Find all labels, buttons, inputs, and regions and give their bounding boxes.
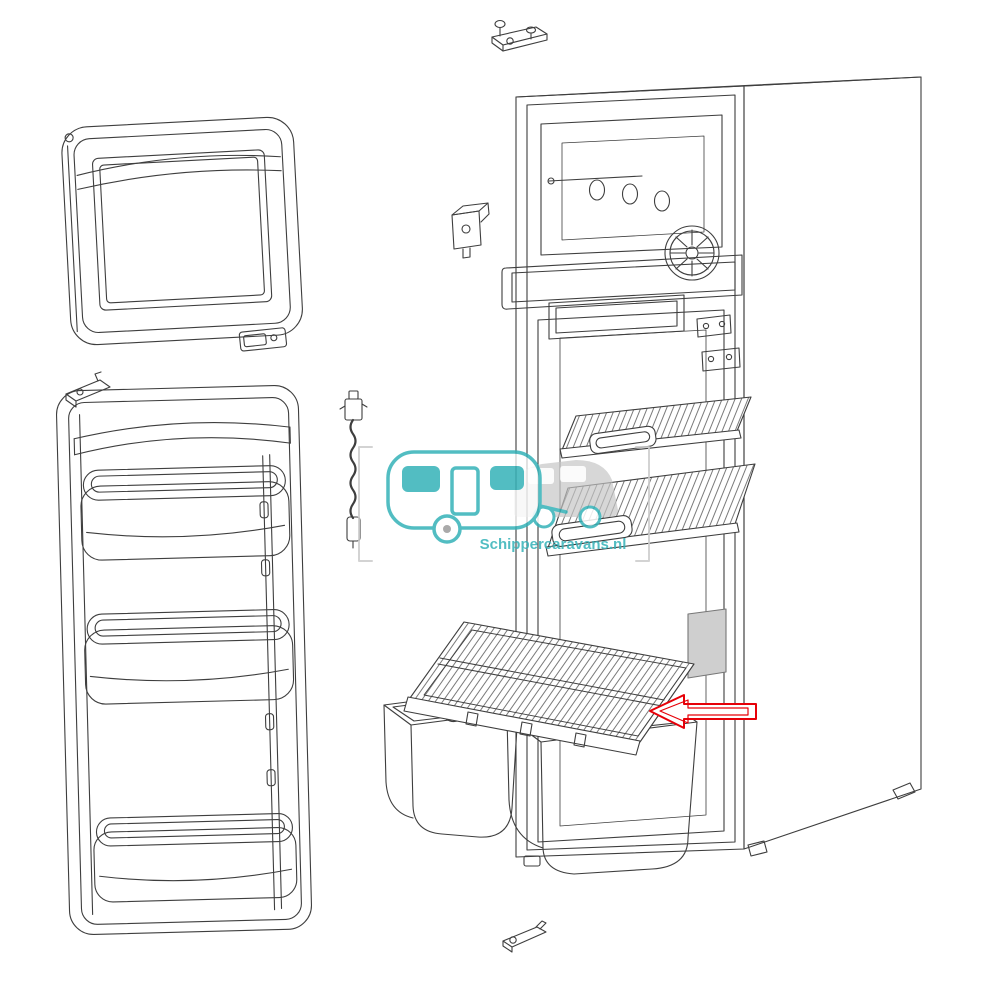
door-bin-1	[80, 465, 291, 561]
freezer-compartment	[540, 114, 723, 281]
freezer-door-handle	[76, 154, 281, 176]
wire-shelf-upper	[559, 396, 752, 459]
evaporator-hole	[621, 183, 639, 205]
watermark-bracket-right	[635, 446, 650, 562]
door-bin-3	[93, 813, 298, 903]
highlight-arrow-outline	[649, 694, 757, 729]
evaporator-fan	[664, 225, 720, 281]
middle-hinge-part	[451, 202, 490, 259]
top-hinge-part	[491, 19, 548, 52]
rail-slot	[260, 559, 271, 577]
shelf-clip	[573, 732, 587, 748]
divider-hinge-plate	[696, 314, 732, 338]
evaporator-hole	[653, 190, 671, 212]
watermark: Schippercaravans.nl	[358, 446, 650, 562]
cabinet-front-face	[515, 85, 745, 858]
main-door-handle	[74, 437, 291, 456]
main-door	[55, 384, 313, 935]
hinge-pin-icon	[64, 133, 74, 143]
rail-slot	[259, 501, 269, 519]
thermostat-sensor	[339, 390, 368, 549]
sensor-cable	[349, 418, 357, 520]
watermark-text: Schippercaravans.nl	[480, 536, 627, 553]
cabinet-foot	[523, 855, 541, 867]
main-compartment	[537, 309, 727, 843]
watermark-bracket-left	[358, 446, 373, 562]
cabinet-foot	[747, 840, 768, 857]
shelf-clip	[519, 721, 533, 737]
bottom-hinge-part	[502, 920, 547, 953]
rail-slot	[264, 713, 275, 731]
door-bracket-part	[65, 371, 111, 408]
watermark-caravan-logo	[386, 450, 568, 544]
highlight-arrow-inner	[659, 699, 749, 724]
cabinet-foot	[892, 782, 916, 800]
fridge-cabinet	[501, 76, 922, 867]
crisper-cover-wire-shelf	[403, 621, 695, 756]
highlight-arrow	[649, 694, 757, 729]
divider-hinge-plate	[701, 347, 741, 372]
rail-slot	[266, 769, 276, 787]
shelf-clip	[465, 711, 479, 727]
door-bin-2	[84, 609, 295, 705]
evaporator-hole	[588, 179, 606, 201]
door-switch-part	[238, 327, 288, 352]
freezer-door	[61, 116, 303, 346]
cabinet-side-face	[743, 76, 922, 850]
